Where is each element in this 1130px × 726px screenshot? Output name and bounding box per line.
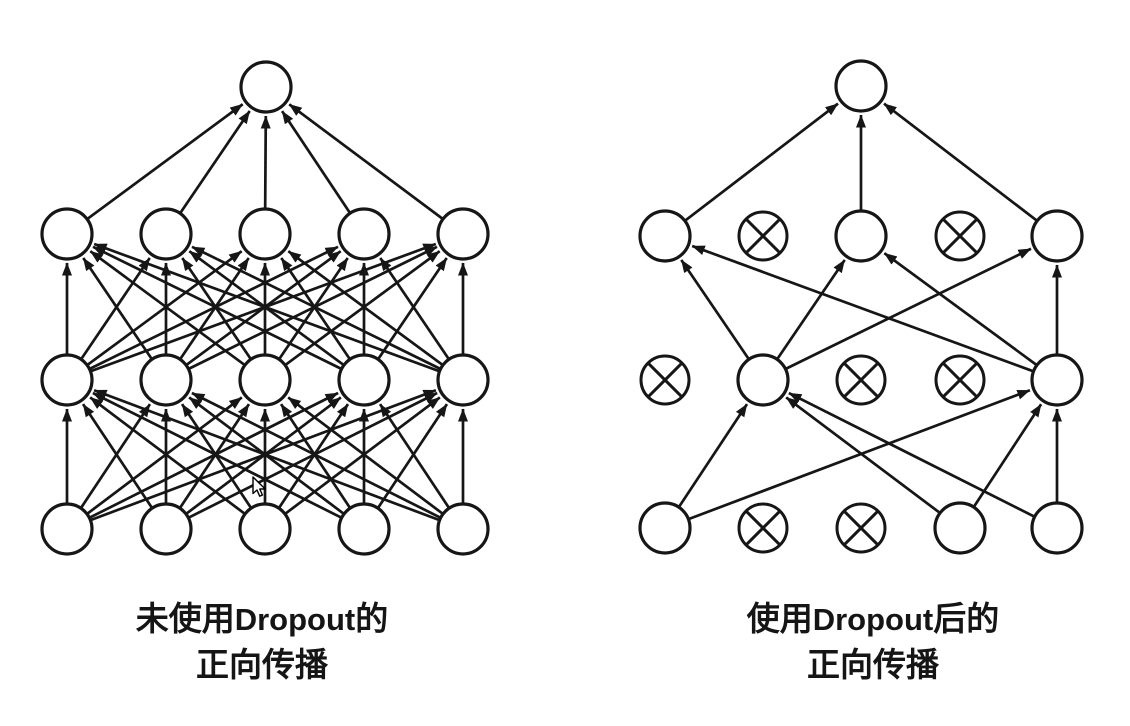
dropout-keyword: Dropout bbox=[234, 602, 356, 637]
right-caption-prefix: 使用 bbox=[746, 602, 813, 638]
left-caption: 未使用Dropout的 正向传播 bbox=[50, 597, 474, 689]
left-caption-suffix: 的 bbox=[355, 602, 389, 638]
right-caption-line1: 使用Dropout后的 bbox=[661, 597, 1085, 643]
left-caption-line1: 未使用Dropout的 bbox=[50, 597, 474, 643]
right-caption-line2: 正向传播 bbox=[807, 648, 939, 684]
left-caption-prefix: 未使用 bbox=[135, 602, 235, 638]
left-caption-line2: 正向传播 bbox=[196, 648, 328, 684]
right-caption: 使用Dropout后的 正向传播 bbox=[661, 597, 1085, 689]
dropout-keyword: Dropout bbox=[812, 602, 934, 637]
right-caption-suffix: 后的 bbox=[933, 602, 1000, 638]
